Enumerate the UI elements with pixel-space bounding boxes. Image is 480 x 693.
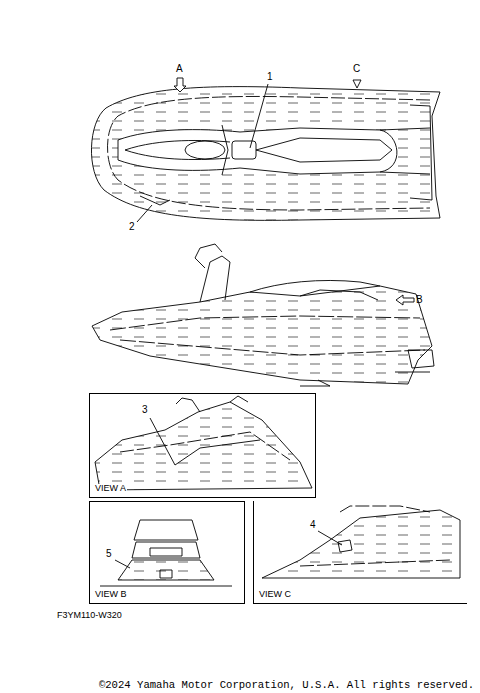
callout-number: 3: [142, 405, 148, 415]
view-frame: VIEW C: [253, 501, 467, 604]
view-title: VIEW C: [258, 590, 292, 600]
callout-number: 2: [129, 222, 135, 232]
view-frame: VIEW A: [89, 393, 316, 498]
callout-number: 4: [310, 520, 316, 530]
view-frame: VIEW B: [89, 501, 245, 604]
callout-number: 1: [267, 72, 273, 82]
callout-letter: C: [353, 64, 360, 74]
view-title: VIEW A: [94, 484, 127, 494]
view-title: VIEW B: [94, 590, 128, 600]
callout-number: 5: [106, 549, 112, 559]
callout-letter: B: [416, 295, 423, 305]
callout-letter: A: [176, 64, 183, 74]
figure-code: F3YM110-W320: [57, 611, 122, 620]
copyright-note: ©2024 Yamaha Motor Corporation, U.S.A. A…: [99, 680, 474, 691]
